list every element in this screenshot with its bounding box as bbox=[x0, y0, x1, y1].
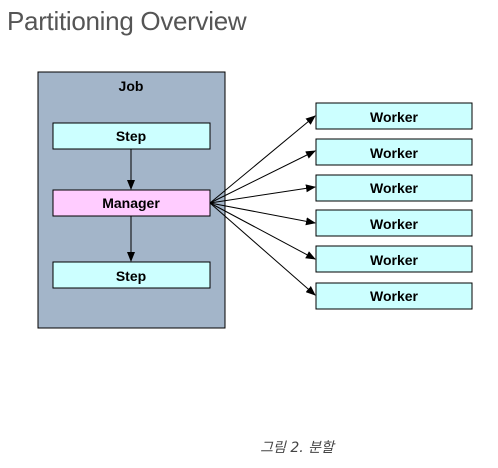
job-label: Job bbox=[119, 78, 144, 94]
worker-box: Worker bbox=[315, 138, 473, 166]
arrow-manager-to-worker-6 bbox=[209, 202, 316, 296]
arrow-manager-to-worker-4 bbox=[209, 202, 316, 226]
step-box-bottom: Step bbox=[52, 261, 211, 289]
worker-label: Worker bbox=[370, 288, 419, 304]
arrow-manager-to-worker-2 bbox=[209, 150, 316, 204]
manager-box: Manager bbox=[52, 189, 211, 217]
worker-label: Worker bbox=[370, 252, 419, 268]
worker-label: Worker bbox=[370, 180, 419, 196]
worker-label: Worker bbox=[370, 109, 419, 125]
step-box-top: Step bbox=[52, 122, 211, 150]
manager-label: Manager bbox=[102, 195, 160, 211]
page-title: Partitioning Overview bbox=[7, 6, 247, 36]
worker-box: Worker bbox=[315, 209, 473, 237]
worker-box: Worker bbox=[315, 174, 473, 202]
step-bottom-label: Step bbox=[116, 268, 146, 284]
arrow-manager-to-worker-1 bbox=[209, 115, 316, 204]
worker-label: Worker bbox=[370, 145, 419, 161]
worker-box: Worker bbox=[315, 102, 473, 130]
arrow-manager-to-worker-3 bbox=[209, 184, 316, 204]
step-top-label: Step bbox=[116, 128, 146, 144]
figure-caption: 그림 2. 분할 bbox=[260, 440, 334, 456]
arrow-manager-to-worker-5 bbox=[209, 202, 316, 260]
worker-label: Worker bbox=[370, 216, 419, 232]
worker-box: Worker bbox=[315, 245, 473, 273]
worker-box: Worker bbox=[315, 282, 473, 310]
